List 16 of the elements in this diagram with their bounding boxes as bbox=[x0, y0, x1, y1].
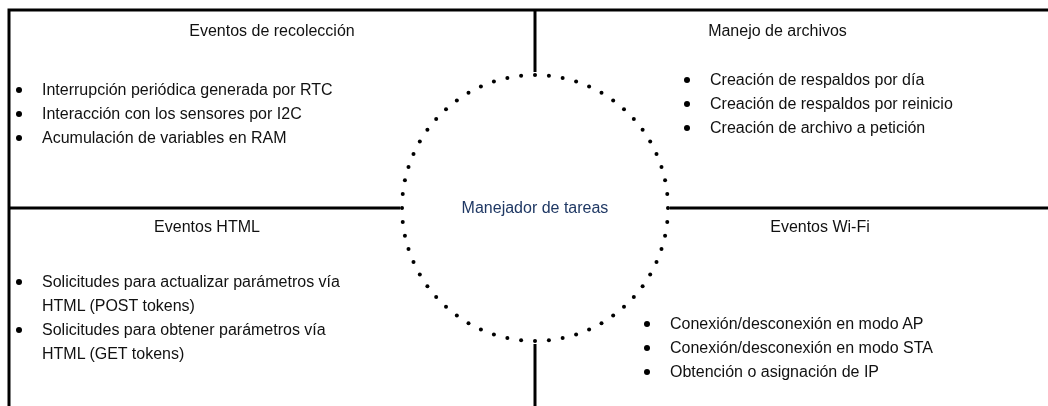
bullet-text: Conexión/desconexión en modo STA bbox=[670, 339, 933, 356]
bullet-text: Creación de archivo a petición bbox=[710, 119, 926, 136]
bullet-text: Conexión/desconexión en modo AP bbox=[670, 315, 924, 332]
bullet-text: Interacción con los sensores por I2C bbox=[42, 105, 302, 122]
center-label: Manejador de tareas bbox=[461, 199, 609, 217]
quadrant-heading: Manejo de archivos bbox=[707, 22, 848, 40]
bullet-text: Solicitudes para actualizar parámetros vía HTML (POST tokens) bbox=[42, 273, 340, 314]
bullet-text: Creación de respaldos por reinicio bbox=[710, 95, 953, 112]
bullet-text: Interrupción periódica generada por RTC bbox=[42, 81, 333, 98]
bullet-text: Acumulación de variables en RAM bbox=[42, 129, 287, 146]
quadrant-heading: Eventos HTML bbox=[153, 218, 261, 236]
bullet-text: Solicitudes para obtener parámetros vía HTML (GET tokens) bbox=[42, 321, 326, 362]
bullet-text: Creación de respaldos por día bbox=[710, 71, 925, 88]
quadrant-heading: Eventos de recolección bbox=[188, 22, 356, 40]
quadrant-heading: Eventos Wi-Fi bbox=[769, 218, 871, 236]
bullet-text: Obtención o asignación de IP bbox=[670, 363, 880, 380]
